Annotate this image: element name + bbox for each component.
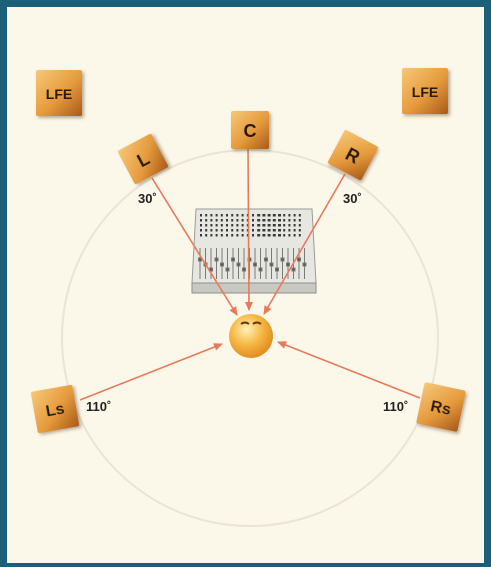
signal-arrows <box>79 145 421 401</box>
speaker-lfe-right: LFE <box>402 68 448 114</box>
speaker-center-label: C <box>244 121 257 141</box>
speaker-right-surround: Rs <box>416 382 466 432</box>
angle-right-label: 30˚ <box>343 191 362 206</box>
arrow-left-surround <box>79 343 223 401</box>
speaker-right-surround-label: Rs <box>429 398 453 419</box>
arrow-right-surround <box>277 341 421 399</box>
listening-circle <box>61 149 439 527</box>
arrow-right <box>263 173 346 315</box>
speaker-center: C <box>231 111 269 149</box>
speaker-right: R <box>328 130 378 180</box>
angle-right-surround-label: 110˚ <box>383 399 408 414</box>
listener-head-icon <box>229 314 273 358</box>
speaker-lfe-left: LFE <box>36 70 82 116</box>
speaker-left-surround: Ls <box>30 384 80 434</box>
speaker-lfe-left-label: LFE <box>46 86 72 102</box>
speaker-lfe-right-label: LFE <box>412 84 438 100</box>
angle-left-surround-label: 110˚ <box>86 399 111 414</box>
arrow-left <box>151 177 238 316</box>
angle-left-label: 30˚ <box>138 191 157 206</box>
speaker-left-surround-label: Ls <box>45 400 66 420</box>
speaker-left: L <box>118 134 168 184</box>
arrow-center <box>244 145 253 311</box>
mixing-console-icon <box>191 208 317 294</box>
